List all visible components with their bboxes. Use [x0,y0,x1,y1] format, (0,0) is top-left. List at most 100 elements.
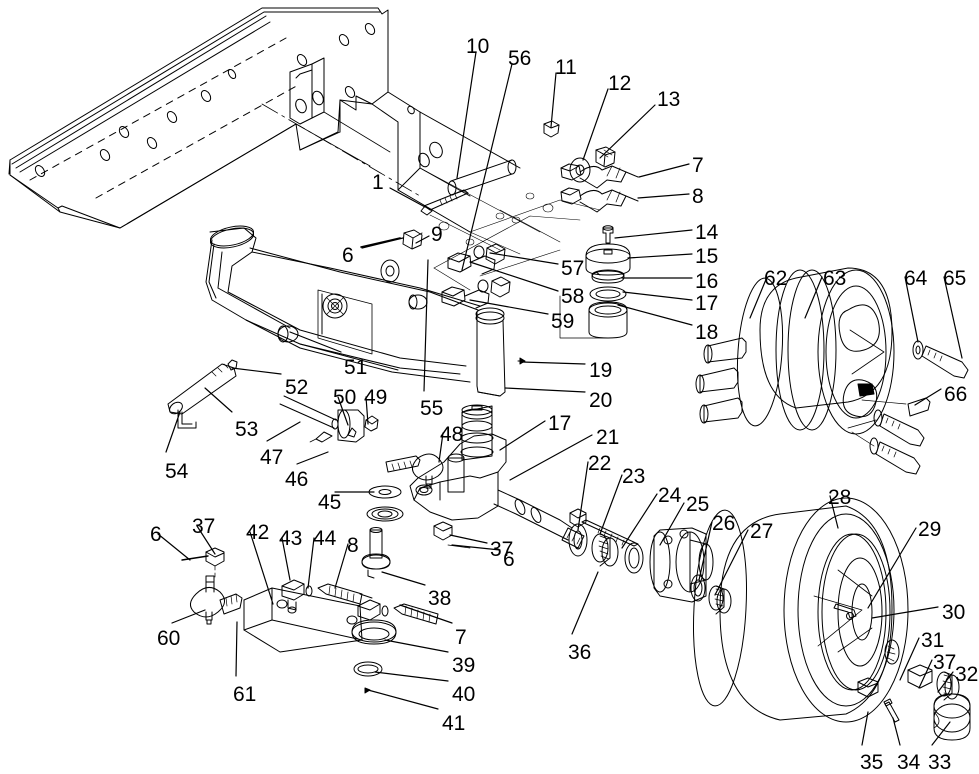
callout-21: 21 [596,426,620,449]
fitting-57-59 [433,215,581,309]
leader-line-55 [423,259,429,392]
leader-line-58 [469,261,559,292]
callout-12: 12 [608,72,632,95]
leader-line-42 [249,531,274,605]
callout-37: 37 [490,538,514,561]
leader-line-9 [415,235,430,244]
leader-line-61 [235,621,238,677]
leader-line-39 [384,639,449,653]
steering-knuckle [409,404,585,549]
callout-66: 66 [944,383,968,406]
leader-line-57 [489,252,559,265]
leader-line-1 [389,187,426,208]
callout-34: 34 [897,751,921,774]
callout-51: 51 [344,356,368,379]
leader-line-17 [622,291,693,301]
leader-line-35 [861,711,869,746]
leader-line-41 [367,689,439,710]
callout-10: 10 [466,35,490,58]
leader-line-52 [231,367,282,375]
callout-9: 9 [431,223,443,246]
callout-55: 55 [420,397,444,420]
callout-37: 37 [192,515,216,538]
leader-line-21 [509,434,593,481]
callout-16: 16 [695,270,719,293]
callout-13: 13 [657,88,681,111]
leader-line-50 [337,396,349,426]
callout-6: 6 [342,244,354,267]
leader-line-66 [914,388,942,406]
callout-24: 24 [658,484,682,507]
callout-39: 39 [452,654,476,677]
callout-38: 38 [428,587,452,610]
callout-1: 1 [372,171,384,194]
callout-45: 45 [318,491,342,514]
callout-8: 8 [347,534,359,557]
leader-line-7 [638,163,690,178]
leader-line-13 [599,104,656,159]
leader-line-64 [904,276,919,343]
callout-18: 18 [695,321,719,344]
rod-10 [447,159,517,196]
callout-64: 64 [904,267,928,290]
fitting-8 [560,187,639,213]
leader-line-56 [461,63,513,271]
leader-line-37 [918,659,933,689]
leader-line-46 [296,451,329,465]
callout-54: 54 [165,460,189,483]
roller-assembly [695,267,969,475]
leader-line-6 [157,533,191,561]
washer-45 [366,485,404,522]
callout-46: 46 [285,468,309,491]
leader-line-34 [892,717,901,746]
callout-7: 7 [692,154,704,177]
callout-61: 61 [233,683,257,706]
leader-line-6 [451,544,501,551]
callout-7: 7 [455,626,467,649]
leader-line-24 [621,493,658,549]
fitting-7 [560,163,639,189]
callout-31: 31 [921,629,945,652]
leader-line-36 [571,571,599,635]
leader-line-19 [521,361,586,365]
callout-20: 20 [589,389,613,412]
leader-line-37 [196,525,216,555]
leader-line-7 [399,604,453,624]
leader-line-30 [871,606,939,619]
callout-32: 32 [955,663,979,686]
callout-60: 60 [157,627,181,650]
leader-line-37 [449,534,488,544]
leader-line-26 [698,521,713,581]
leader-line-8 [637,193,690,199]
callout-53: 53 [235,418,259,441]
callout-57: 57 [561,257,585,280]
callout-33: 33 [928,751,952,774]
callout-40: 40 [452,683,476,706]
construction-lines [397,167,601,255]
leader-line-29 [867,527,917,609]
cap-stack [559,225,631,339]
leader-line-47 [266,421,301,442]
leader-line-28 [829,495,839,529]
leader-line-32 [937,671,954,693]
leader-line-38 [381,571,426,586]
callout-59: 59 [551,310,575,333]
tube-47 [279,395,379,443]
callout-26: 26 [712,512,736,535]
callout-23: 23 [622,465,646,488]
leader-line-11 [550,72,557,128]
axle-beam-part [205,225,526,397]
leader-line-51 [289,331,342,353]
callout-35: 35 [860,751,884,774]
leader-line-23 [599,474,623,535]
leader-line-12 [582,88,609,161]
callout-52: 52 [285,376,309,399]
callout-37: 37 [933,651,957,674]
leader-line-17 [499,420,546,451]
leader-line-60 [171,609,206,624]
bolt-1 [420,189,469,216]
callout-8: 8 [692,185,704,208]
leader-line-15 [627,253,693,259]
callout-27: 27 [750,520,774,543]
